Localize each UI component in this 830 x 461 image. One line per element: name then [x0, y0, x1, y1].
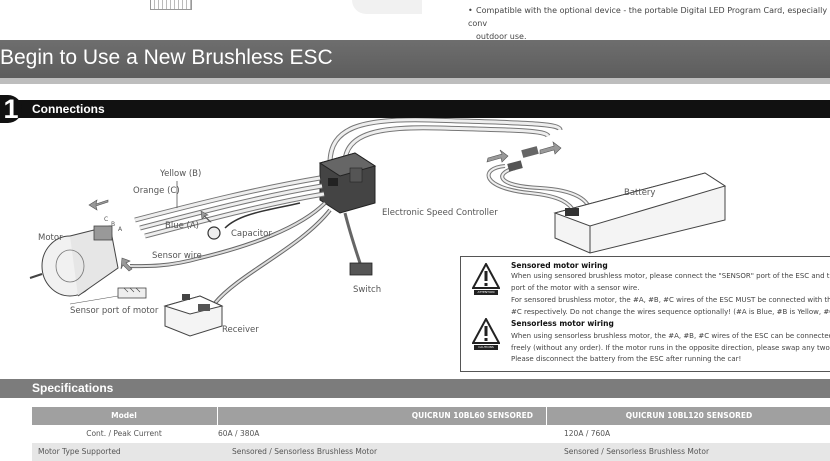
top-fragment-device [150, 0, 192, 10]
capacitor-lead [224, 202, 301, 229]
esc-heatsink [349, 167, 363, 183]
row-label: Cont. / Peak Current [86, 429, 162, 438]
label-pin-b: B [111, 221, 116, 228]
capacitor-body [207, 226, 221, 240]
caution-icon [472, 318, 500, 344]
battery-plug [521, 146, 539, 158]
attention-line: For sensored brushless motor, the #A, #B… [511, 296, 830, 304]
label-sensor-port: Sensor port of motor [70, 306, 159, 316]
battery-terminal [565, 208, 579, 216]
sensor-port-pins [123, 287, 141, 293]
row-value: Sensored / Sensorless Brushless Motor [564, 447, 710, 456]
label-sensor-wire: Sensor wire [152, 251, 202, 261]
caution-line: freely (without any order). If the motor… [511, 344, 830, 352]
receiver-plug [198, 304, 210, 311]
arrow-left [486, 149, 509, 163]
sensor-port-leader [69, 295, 119, 305]
arrow-capacitor [200, 210, 212, 223]
attention-line: When using sensored brushless motor, ple… [511, 272, 830, 280]
attention-title: Sensored motor wiring [511, 261, 608, 270]
step-number: 1 [0, 95, 22, 123]
label-pin-c: C [104, 216, 109, 223]
battery-wire-a-inner [328, 118, 562, 164]
page-title: Begin to Use a New Brushless ESC [0, 46, 333, 69]
receiver-wire-inner [214, 209, 331, 304]
label-switch: Switch [353, 285, 382, 295]
attention-line: port of the motor with a sensor wire. [511, 284, 640, 292]
specifications-header-bar [0, 379, 830, 398]
motor-side [69, 225, 119, 297]
compatibility-text: Compatible with the optional device - th… [468, 6, 828, 28]
wiring-notice-box: ATTENTION CAUTIONS Sensored motor wiring… [460, 256, 830, 372]
label-receiver: Receiver [222, 325, 259, 335]
motor-terminals [93, 225, 113, 241]
header-model-1: QUICRUN 10BL60 SENSORED [217, 407, 545, 425]
row-label: Motor Type Supported [38, 447, 121, 456]
label-pin-a: A [118, 226, 123, 233]
sensor-wire-inner [129, 202, 326, 268]
header-model: Model [111, 411, 137, 420]
specifications-title: Specifications [32, 381, 114, 395]
arrow-motor-out [88, 199, 109, 211]
motor-wire-a-inner [144, 192, 325, 238]
battery-wire-b-inner [343, 126, 550, 164]
label-orange-wire: Orange (C) [133, 186, 180, 196]
label-blue-wire: Blue (A) [165, 221, 199, 231]
bullet: • [468, 6, 473, 15]
receiver-antenna [182, 294, 190, 300]
esc-fan [328, 178, 338, 186]
motor-shaft [29, 273, 43, 279]
banner-shadow [0, 78, 830, 84]
caution-title: Sensorless motor wiring [511, 319, 614, 328]
esc-plug [507, 160, 523, 172]
caution-tag: CAUTIONS [474, 345, 498, 350]
label-esc: Electronic Speed Controller [382, 208, 498, 218]
caution-line: When using sensorless brushless motor, t… [511, 332, 830, 340]
caution-line: Please disconnect the battery from the E… [511, 355, 742, 363]
motor-wire-b-inner [139, 184, 323, 230]
row-value: Sensored / Sensorless Brushless Motor [232, 447, 378, 456]
attention-tag: ATTENTION [474, 290, 498, 295]
connections-header-bar [14, 100, 830, 118]
arrow-sensor-in [120, 257, 133, 272]
arrow-right [539, 141, 562, 155]
battery-top [553, 172, 727, 227]
battery-lead-a-inner [487, 165, 576, 214]
top-fragment-shape [352, 0, 422, 14]
attention-line: #C respectively. Do not change the wires… [511, 308, 830, 316]
esc-top [318, 152, 377, 177]
compatibility-text-cont: outdoor use. [476, 32, 527, 41]
sensor-port [117, 287, 147, 299]
row-value: 60A / 380A [218, 429, 260, 438]
row-value: 120A / 760A [564, 429, 611, 438]
table-row: Cont. / Peak Current 60A / 380A 120A / 7… [32, 425, 830, 443]
switch-wire [343, 212, 362, 264]
connections-title: Connections [32, 102, 105, 116]
motor-wire-c-inner [134, 176, 321, 222]
switch-body [349, 262, 373, 276]
compatibility-note: •Compatible with the optional device - t… [468, 4, 830, 43]
battery-lead-b-inner [501, 167, 591, 214]
attention-icon [472, 263, 500, 289]
label-yellow-wire: Yellow (B) [160, 169, 202, 179]
motor-face-ring [55, 249, 85, 283]
section-banner [0, 40, 830, 78]
label-motor: Motor [38, 233, 63, 243]
receiver-wire [213, 208, 332, 305]
table-row: Motor Type Supported Sensored / Sensorle… [32, 443, 830, 461]
wiring-diagram [29, 118, 727, 337]
label-capacitor: Capacitor [231, 229, 272, 239]
header-model-2: QUICRUN 10BL120 SENSORED [546, 407, 830, 425]
label-battery: Battery [624, 188, 656, 198]
table-header-row: Model QUICRUN 10BL60 SENSORED QUICRUN 10… [32, 407, 830, 425]
